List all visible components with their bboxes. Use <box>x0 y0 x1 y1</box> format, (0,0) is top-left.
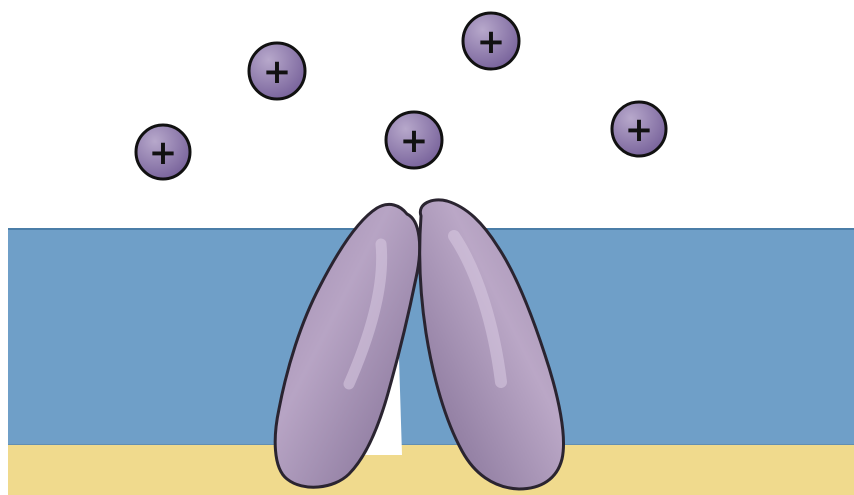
ion-3: + <box>463 13 519 69</box>
plus-sign: + <box>400 121 429 161</box>
lower-region <box>8 445 854 495</box>
plus-sign: + <box>477 22 506 62</box>
ion-2: + <box>249 43 305 99</box>
plus-sign: + <box>263 52 292 92</box>
ion-5: + <box>612 102 666 156</box>
plus-sign: + <box>625 110 654 150</box>
plus-sign: + <box>149 133 178 173</box>
ion-1: + <box>136 125 190 179</box>
ion-4: + <box>386 112 442 168</box>
